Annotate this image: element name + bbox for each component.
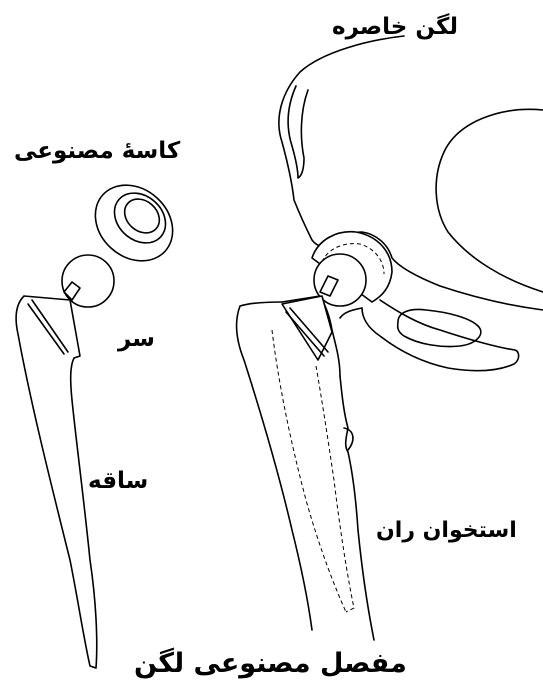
diagram-title: مفصل مصنوعی لگن — [134, 650, 407, 677]
artificial-cup-label: کاسهٔ مصنوعی — [14, 140, 180, 163]
head-label: سر — [118, 328, 155, 351]
femur-bone — [237, 276, 374, 640]
pelvis-label: لگن خاصره — [332, 16, 458, 39]
stem-label: ساقه — [88, 470, 148, 493]
artificial-stem — [16, 282, 97, 668]
femur-label: استخوان ران — [376, 520, 517, 542]
